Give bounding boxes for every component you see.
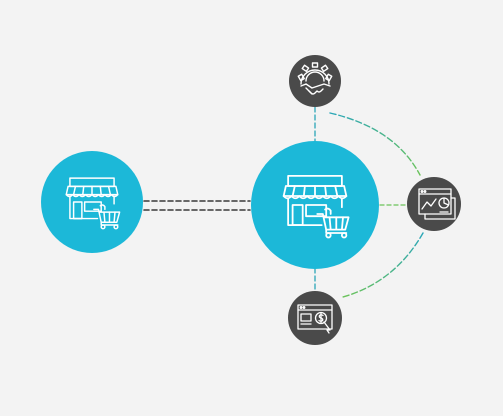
top-hub-node[interactable] <box>289 55 341 107</box>
left-store-node[interactable] <box>41 151 143 253</box>
arc-right-to-bottom <box>342 232 424 298</box>
right-hub-node[interactable] <box>407 177 461 231</box>
bottom-hub-node[interactable] <box>288 291 342 345</box>
connectors <box>143 106 424 298</box>
gear-handshake-icon <box>297 62 333 95</box>
center-store-node[interactable] <box>251 141 379 269</box>
arc-top-to-right <box>329 112 421 176</box>
right-hub-circle <box>407 177 461 231</box>
web-payment-dollar-icon <box>297 304 333 334</box>
analytics-dashboard-icon <box>418 188 456 220</box>
